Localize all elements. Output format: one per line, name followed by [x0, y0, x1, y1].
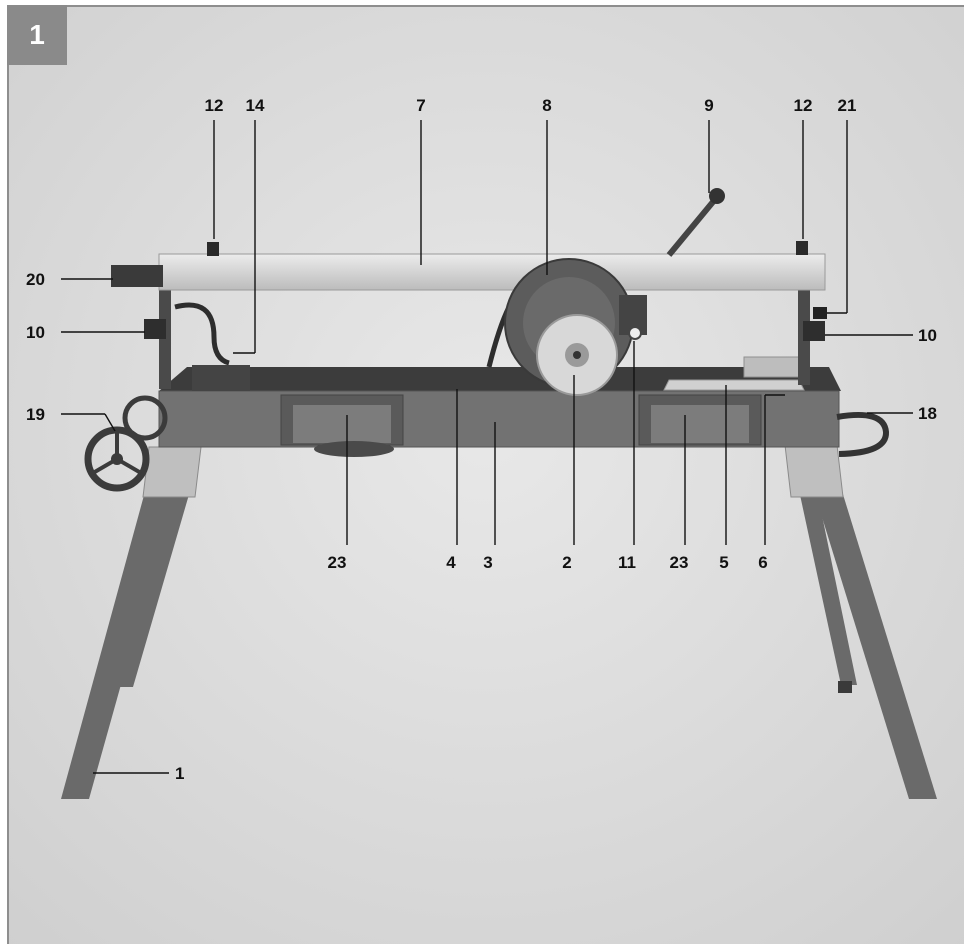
right-extension-slot-inner [651, 405, 749, 443]
callout-20: 20 [26, 270, 45, 289]
callout-8: 8 [542, 96, 551, 115]
right-locking-screw [813, 307, 827, 319]
saw-head [504, 258, 647, 396]
front-handwheel [84, 426, 150, 492]
callout-7: 7 [416, 96, 425, 115]
callout-3: 3 [483, 553, 492, 572]
right-rail-knob [796, 241, 808, 255]
front-right-leg [809, 475, 937, 799]
callout-9: 9 [704, 96, 713, 115]
callout-10-left: 10 [26, 323, 45, 342]
right-locking-clamp [803, 321, 825, 341]
left-extension-slot-inner [293, 405, 391, 443]
blade-arbor [573, 351, 581, 359]
carrying-handle [836, 411, 889, 457]
callout-1: 1 [175, 764, 184, 783]
rear-right-leg [794, 467, 857, 685]
water-pump-box [192, 365, 250, 391]
callout-labels: 12 14 7 8 9 12 21 20 10 10 19 18 23 4 3 … [26, 96, 937, 783]
saw-table [158, 356, 841, 457]
figure-number-badge: 1 [7, 5, 67, 65]
front-left-leg [61, 477, 179, 799]
water-hose [174, 302, 230, 366]
blade-lock-knob [628, 326, 642, 340]
callout-18: 18 [918, 404, 937, 423]
callout-4: 4 [446, 553, 456, 572]
callout-6: 6 [758, 553, 767, 572]
water-tray [314, 441, 394, 457]
callout-5: 5 [719, 553, 728, 572]
callout-10-right: 10 [918, 326, 937, 345]
handwheel-assembly [84, 395, 168, 492]
callout-23-left: 23 [328, 553, 347, 572]
saw-handle-knob [709, 188, 725, 204]
callout-2: 2 [562, 553, 571, 572]
rear-left-leg [119, 467, 197, 687]
saw-handle-bar [666, 195, 720, 257]
left-rail-knob [207, 242, 219, 256]
fence-bracket [743, 356, 800, 378]
guide-rail [158, 253, 826, 291]
right-hinge-plate [784, 444, 844, 498]
callout-11: 11 [618, 553, 636, 572]
tile-saw-diagram: 12 14 7 8 9 12 21 20 10 10 19 18 23 4 3 … [9, 7, 964, 944]
rail-end-stop [111, 265, 163, 287]
callout-19: 19 [26, 405, 45, 424]
callout-leaders [61, 120, 913, 774]
left-locking-clamp [144, 319, 166, 339]
callout-14: 14 [246, 96, 265, 115]
callout-12-right: 12 [794, 96, 813, 115]
right-foot [838, 681, 852, 693]
callout-21: 21 [838, 96, 857, 115]
callout-23-right: 23 [670, 553, 689, 572]
left-hinge-plate [142, 446, 202, 498]
angle-fence-rail [663, 379, 805, 391]
stand-legs [61, 467, 937, 799]
callout-12-left: 12 [205, 96, 224, 115]
figure-frame: 12 14 7 8 9 12 21 20 10 10 19 18 23 4 3 … [7, 5, 964, 944]
rear-handwheel [122, 395, 168, 441]
